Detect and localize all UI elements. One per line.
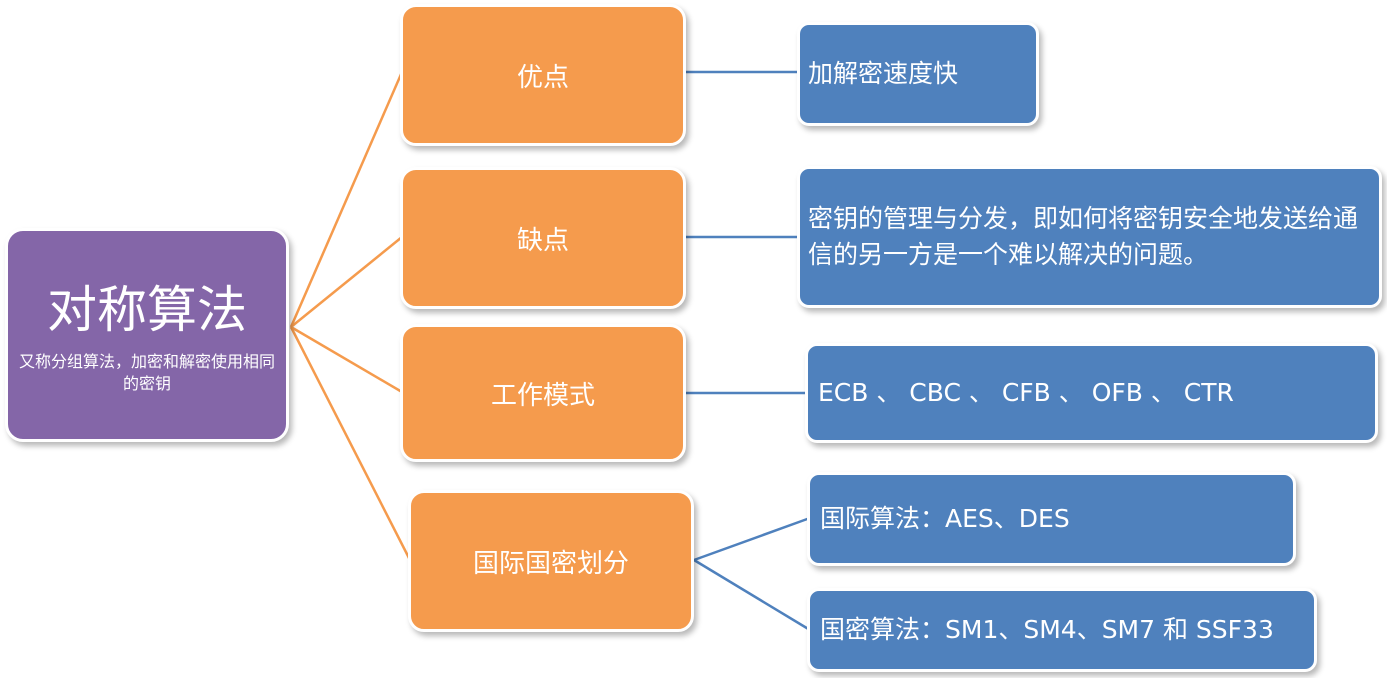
connector-root-work-modes bbox=[290, 325, 403, 394]
leaf-text: ECB 、 CBC 、 CFB 、 OFB 、 CTR bbox=[818, 377, 1234, 407]
leaf-node-advantages: 加解密速度快 bbox=[797, 22, 1039, 126]
branch-label: 优点 bbox=[516, 62, 569, 93]
leaf-node-national: 国密算法：SM1、SM4、SM7 和 SSF33 bbox=[807, 588, 1317, 672]
leaf-node-disadvantages: 密钥的管理与分发，即如何将密钥安全地发送给通信的另一方是一个难以解决的问题。 bbox=[797, 166, 1382, 308]
branch-node-advantages: 优点 bbox=[400, 4, 686, 146]
branch-label: 缺点 bbox=[516, 225, 569, 256]
leaf-node-work-modes: ECB 、 CBC 、 CFB 、 OFB 、 CTR bbox=[805, 343, 1378, 443]
branch-node-work-modes: 工作模式 bbox=[400, 324, 686, 462]
branch-label: 工作模式 bbox=[490, 380, 595, 411]
root-subtitle: 又称分组算法，加密和解密使用相同的密钥 bbox=[18, 352, 275, 393]
connector-classification-international bbox=[693, 516, 811, 562]
branch-label: 国际国密划分 bbox=[472, 548, 629, 579]
connector-root-disadvantages bbox=[290, 236, 403, 328]
leaf-text: 密钥的管理与分发，即如何将密钥安全地发送给通信的另一方是一个难以解决的问题。 bbox=[808, 203, 1359, 269]
leaf-text: 国际算法：AES、DES bbox=[820, 503, 1070, 533]
root-node-symmetric-algorithm: 对称算法 又称分组算法，加密和解密使用相同的密钥 bbox=[5, 228, 289, 442]
root-title: 对称算法 bbox=[47, 280, 247, 339]
leaf-text: 国密算法：SM1、SM4、SM7 和 SSF33 bbox=[820, 614, 1274, 644]
leaf-text: 加解密速度快 bbox=[808, 58, 959, 88]
branch-node-classification: 国际国密划分 bbox=[408, 490, 694, 632]
connector-classification-national bbox=[693, 558, 811, 632]
connector-root-classification bbox=[289, 326, 412, 561]
leaf-node-international: 国际算法：AES、DES bbox=[807, 472, 1296, 566]
branch-node-disadvantages: 缺点 bbox=[400, 167, 686, 309]
connector-root-advantages bbox=[289, 71, 404, 328]
